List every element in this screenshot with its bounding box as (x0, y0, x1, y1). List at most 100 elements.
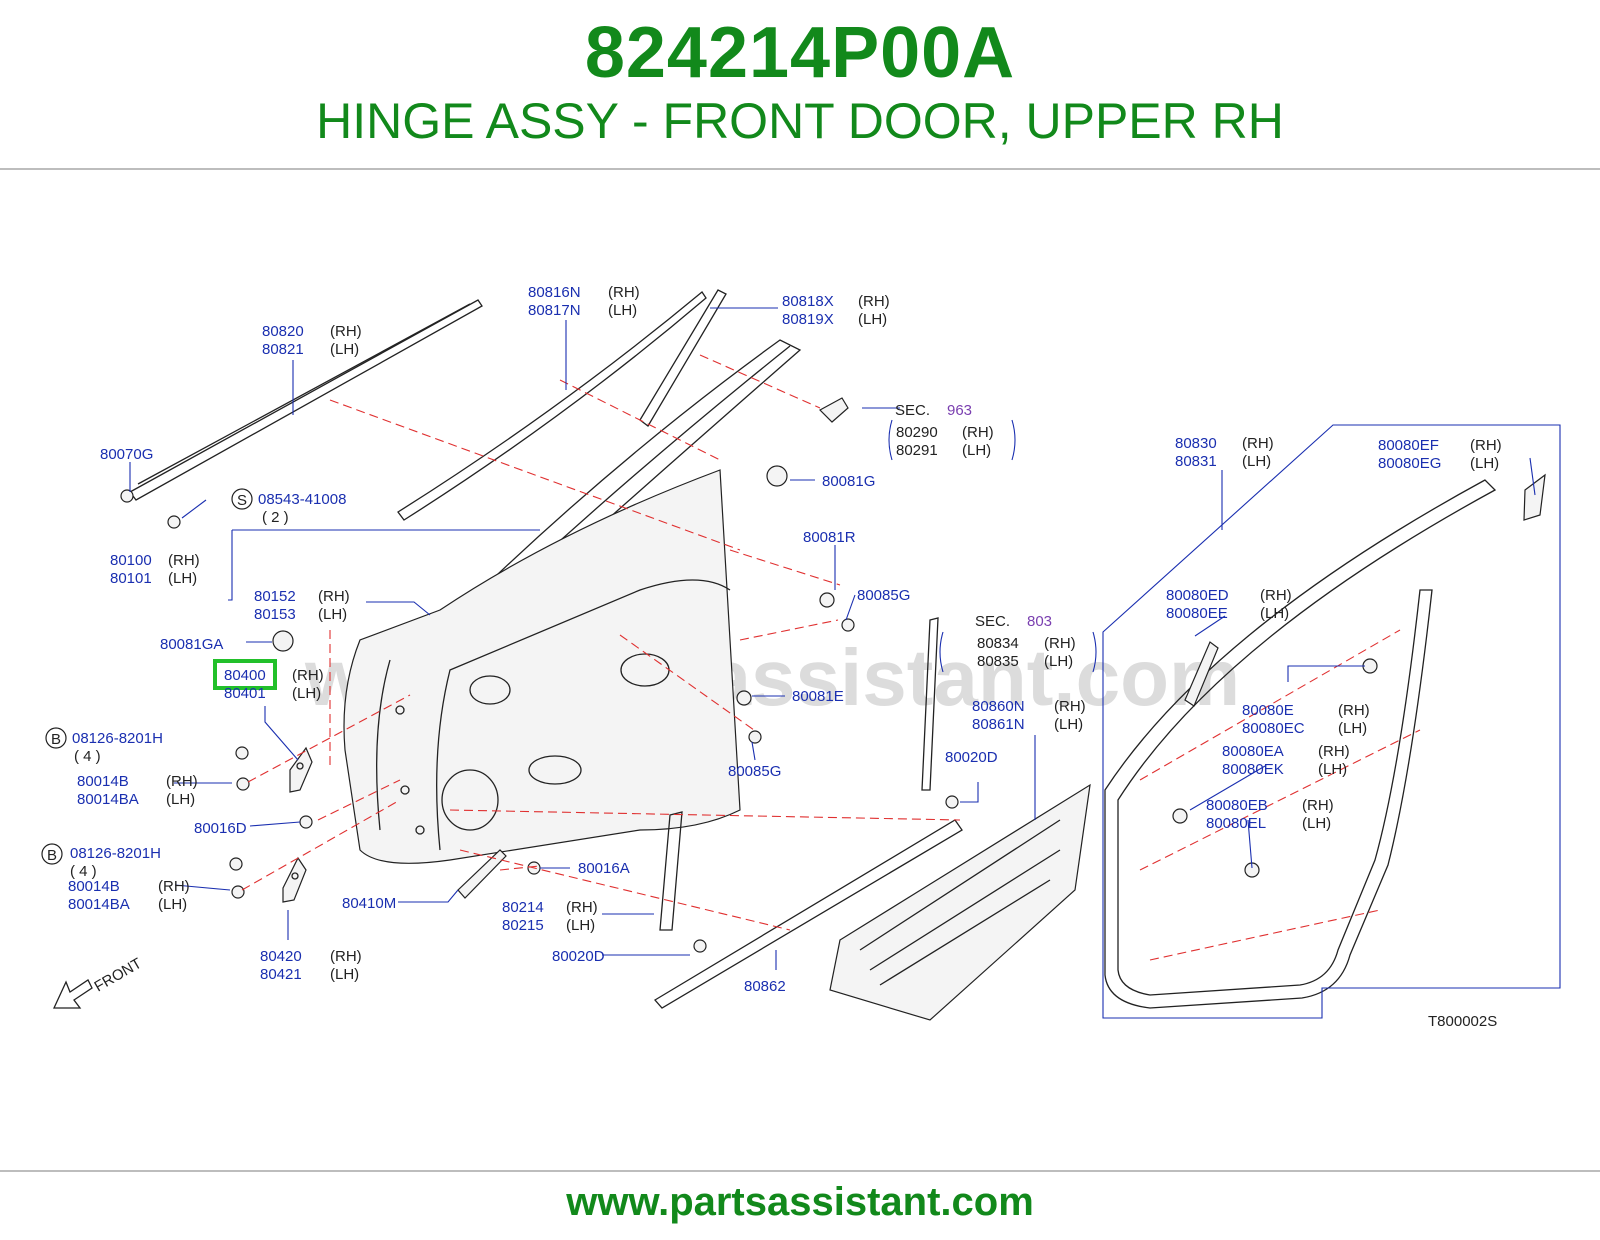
sec-brackets (888, 419, 1097, 673)
svg-text:08126-8201H: 08126-8201H (72, 730, 163, 747)
svg-text:(RH): (RH) (962, 424, 994, 441)
svg-text:80080EA: 80080EA (1222, 743, 1284, 760)
sealing-screen (829, 783, 1091, 1021)
svg-text:803: 803 (1027, 613, 1052, 630)
lower-hinge-drawing (282, 856, 307, 903)
svg-text:80861N: 80861N (972, 716, 1025, 733)
svg-text:80080EB: 80080EB (1206, 797, 1268, 814)
svg-text:(LH): (LH) (1338, 720, 1367, 737)
callout-80085g-upper: 80085G (857, 587, 910, 604)
callout-80081g: 80081G (822, 473, 875, 490)
svg-text:80016D: 80016D (194, 820, 247, 837)
svg-text:963: 963 (947, 402, 972, 419)
callout-80020d-lower: 80020D (552, 948, 605, 965)
svg-text:(RH): (RH) (1242, 435, 1274, 452)
fasteners (120, 397, 1546, 953)
door-weatherstrip (1104, 479, 1497, 1009)
svg-text:SEC.: SEC. (975, 613, 1010, 630)
callout-80081e: 80081E (792, 688, 844, 705)
b-bolt-callout-lower: B 08126-8201H ( 4 ) (41, 843, 161, 880)
svg-text:(LH): (LH) (292, 685, 321, 702)
callout-80420: 80420 80421 (RH) (LH) (260, 948, 362, 983)
svg-text:80153: 80153 (254, 606, 296, 623)
svg-text:80290: 80290 (896, 424, 938, 441)
svg-text:(LH): (LH) (1054, 716, 1083, 733)
svg-text:80080EF: 80080EF (1378, 437, 1439, 454)
svg-text:80818X: 80818X (782, 293, 834, 310)
svg-text:80401: 80401 (224, 685, 266, 702)
svg-text:80020D: 80020D (552, 948, 605, 965)
svg-text:( 2 ): ( 2 ) (262, 509, 289, 526)
svg-text:80080ED: 80080ED (1166, 587, 1229, 604)
callout-80214: 80214 80215 (RH) (LH) (502, 899, 598, 934)
site-url[interactable]: www.partsassistant.com (566, 1180, 1034, 1224)
b-bolt-callout-upper: B 08126-8201H ( 4 ) (45, 727, 163, 765)
svg-text:80070G: 80070G (100, 446, 153, 463)
callout-80820: 80820 80821 (RH) (LH) (262, 323, 362, 358)
svg-text:(RH): (RH) (1054, 698, 1086, 715)
parts-diagram: www.partsassistant.com (41, 284, 1561, 1030)
svg-text:(LH): (LH) (608, 302, 637, 319)
assembly-lines (241, 354, 1421, 961)
svg-text:(LH): (LH) (166, 791, 195, 808)
svg-text:08126-8201H: 08126-8201H (70, 845, 161, 862)
callout-80081r: 80081R (803, 529, 856, 546)
svg-text:80817N: 80817N (528, 302, 581, 319)
svg-text:(RH): (RH) (566, 899, 598, 916)
svg-text:80860N: 80860N (972, 698, 1025, 715)
svg-text:80831: 80831 (1175, 453, 1217, 470)
svg-text:FRONT: FRONT (92, 955, 145, 996)
front-arrow-icon (52, 979, 93, 1009)
svg-text:(RH): (RH) (1338, 702, 1370, 719)
callout-80152: 80152 80153 (RH) (LH) (254, 588, 350, 623)
svg-text:80080EL: 80080EL (1206, 815, 1266, 832)
svg-text:(RH): (RH) (330, 323, 362, 340)
sash-trim (639, 289, 727, 427)
callout-80080e: 80080E 80080EC (RH) (LH) (1242, 702, 1370, 737)
callout-80860n: 80860N 80861N (RH) (LH) (972, 698, 1086, 733)
svg-text:SEC.: SEC. (895, 402, 930, 419)
svg-text:80410M: 80410M (342, 895, 396, 912)
svg-text:80862: 80862 (744, 978, 786, 995)
svg-text:80014BA: 80014BA (68, 896, 130, 913)
svg-text:80819X: 80819X (782, 311, 834, 328)
svg-text:(LH): (LH) (1470, 455, 1499, 472)
callout-80085g-lower: 80085G (728, 763, 781, 780)
drawing-code: T800002S (1428, 1013, 1497, 1030)
svg-text:(LH): (LH) (1318, 761, 1347, 778)
callout-80400: 80400 80401 (RH) (LH) (213, 659, 324, 702)
sec-803-callout: SEC. 803 80834 80835 (RH) (LH) (975, 613, 1076, 670)
svg-text:80420: 80420 (260, 948, 302, 965)
svg-text:80016A: 80016A (578, 860, 630, 877)
svg-text:80214: 80214 (502, 899, 544, 916)
svg-text:80820: 80820 (262, 323, 304, 340)
svg-text:(LH): (LH) (1044, 653, 1073, 670)
callout-80014b-lower: 80014B 80014BA (RH) (LH) (68, 878, 190, 913)
callout-80830: 80830 80831 (RH) (LH) (1175, 435, 1274, 470)
highlighted-part-number: 80400 (224, 667, 266, 684)
svg-text:(RH): (RH) (1044, 635, 1076, 652)
svg-text:( 4 ): ( 4 ) (70, 863, 97, 880)
svg-text:(LH): (LH) (168, 570, 197, 587)
svg-text:80291: 80291 (896, 442, 938, 459)
svg-text:80101: 80101 (110, 570, 152, 587)
svg-text:80421: 80421 (260, 966, 302, 983)
callout-80020d-upper: 80020D (945, 749, 998, 766)
svg-text:80085G: 80085G (857, 587, 910, 604)
svg-text:(RH): (RH) (608, 284, 640, 301)
callout-80080ed: 80080ED 80080EE (RH) (LH) (1166, 587, 1292, 622)
svg-text:80081G: 80081G (822, 473, 875, 490)
s-bolt-callout: S 08543-41008 ( 2 ) (231, 488, 346, 526)
callout-80014b-upper: 80014B 80014BA (RH) (LH) (77, 773, 198, 808)
svg-text:(RH): (RH) (1302, 797, 1334, 814)
svg-text:(LH): (LH) (1302, 815, 1331, 832)
svg-text:(LH): (LH) (962, 442, 991, 459)
svg-text:80081GA: 80081GA (160, 636, 223, 653)
callout-80410m: 80410M (342, 895, 396, 912)
svg-text:80014B: 80014B (77, 773, 129, 790)
svg-text:B: B (47, 847, 57, 864)
part-number: 824214P00A (584, 13, 1016, 93)
leader-lines (129, 307, 1561, 1019)
svg-text:(RH): (RH) (1318, 743, 1350, 760)
svg-text:(RH): (RH) (166, 773, 198, 790)
